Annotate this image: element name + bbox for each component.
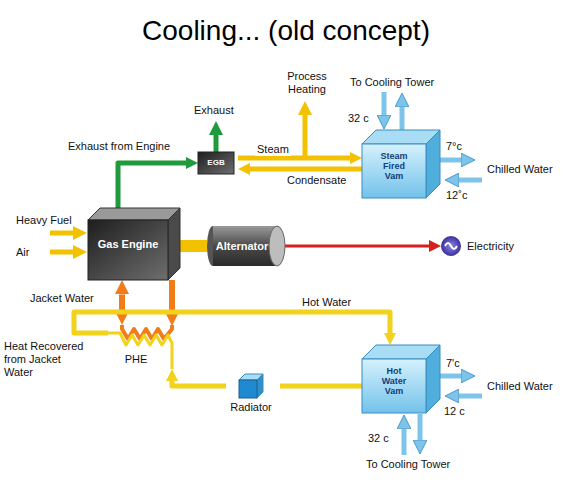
edge-label: Steam <box>255 143 291 156</box>
text-label: 32 c <box>368 432 389 445</box>
alternator-cylinder: Alternator <box>207 224 285 268</box>
process-heating-arrow <box>303 108 308 158</box>
text-label: Jacket Water <box>30 292 94 305</box>
fuel-air-inlets <box>50 233 80 252</box>
label-holder: 12 c <box>444 405 465 418</box>
chilled-arrow <box>452 394 482 399</box>
label-holder: Jacket Water <box>30 292 94 305</box>
text-label: Heat Recovered from Jacket Water <box>4 340 90 379</box>
text-label: Heavy Fuel <box>16 214 72 227</box>
diagram-title: Cooling... (old concept) <box>0 14 572 48</box>
label-holder: 7°c <box>446 140 462 153</box>
chilled-arrow <box>440 374 468 379</box>
radiator-box: Radiator <box>226 372 280 416</box>
condensate-pipe <box>250 167 362 172</box>
vam-cube <box>362 130 440 198</box>
label-holder: Heat Recovered from Jacket Water <box>4 340 90 379</box>
electricity-symbol: Electricity <box>441 235 535 257</box>
engine-body <box>88 208 180 280</box>
vam-unit: Hot Water Vam <box>362 345 440 413</box>
title-holder: Cooling... (old concept) <box>0 14 572 48</box>
text-label: To Cooling Tower <box>350 76 434 89</box>
exhaust-arrow <box>214 128 219 152</box>
text-label: 12˚c <box>446 189 467 202</box>
edge-label-holder: Condensate <box>285 174 348 187</box>
chilled-water-arrows-top <box>440 160 482 180</box>
edge-label-holder: Steam <box>255 143 291 156</box>
label-holder: 32 c <box>368 432 389 445</box>
node-label: Gas Engine <box>88 208 168 250</box>
text-label: 7°c <box>446 140 462 153</box>
cube-side <box>426 130 440 198</box>
engine-box: Gas Engine <box>88 208 180 280</box>
label-holder: 7'c <box>446 357 460 370</box>
label-holder: 32 c <box>348 112 369 125</box>
text-label: Air <box>16 246 29 259</box>
label-holder: Chilled Water <box>487 380 553 393</box>
label-holder: To Cooling Tower <box>366 458 450 471</box>
power-line <box>285 245 429 248</box>
node-label: Radiator <box>226 372 276 413</box>
chilled-arrow <box>440 158 468 163</box>
label-holder: To Cooling Tower <box>350 76 434 89</box>
fuel-arrow <box>50 231 80 236</box>
cooling-arrow <box>382 92 387 122</box>
egb-box: EGB <box>198 152 238 174</box>
label-holder: Process Heating <box>276 70 338 96</box>
jacket-water-pipe <box>119 294 125 310</box>
chilled-water-arrows-bottom <box>440 376 482 396</box>
shaft-coupling <box>180 240 207 252</box>
node-label: Hot Water Vam <box>374 345 414 397</box>
label-holder: Heavy Fuel <box>16 214 72 227</box>
edge-label: Exhaust from Engine <box>66 140 172 153</box>
text-label: Chilled Water <box>487 380 553 393</box>
text-label: Process Heating <box>276 70 338 96</box>
cooling-arrow <box>402 422 407 455</box>
label-holder: 12˚c <box>446 189 467 202</box>
text-label: 32 c <box>348 112 369 125</box>
text-label: Chilled Water <box>487 163 553 176</box>
vam-unit: Steam Fired Vam <box>362 130 440 198</box>
cooling-tower-arrows-bottom <box>404 414 420 455</box>
node-label: EGB <box>198 152 234 174</box>
cooling-tower-arrows-top <box>384 92 402 130</box>
edge-label: Hot Water <box>300 296 353 309</box>
steam-pipe <box>238 156 350 161</box>
vam-cube <box>362 345 440 413</box>
edge-label-holder: Exhaust from Engine <box>66 140 172 153</box>
cooling-arrow <box>418 414 423 447</box>
radiator-cube <box>239 374 263 398</box>
node-label: PHE <box>108 325 164 365</box>
heat-exchanger: PHE <box>108 325 180 369</box>
label-holder: Chilled Water <box>487 163 553 176</box>
exhaust-pipe <box>118 163 186 208</box>
text-label: To Cooling Tower <box>366 458 450 471</box>
edge-label: Condensate <box>285 174 348 187</box>
node-label: Alternator <box>207 224 277 268</box>
edge-label-holder: Hot Water <box>300 296 353 309</box>
air-arrow <box>50 250 80 255</box>
text-label: 12 c <box>444 405 465 418</box>
phe-coils <box>108 325 172 369</box>
label-holder: Air <box>16 246 29 259</box>
cube-side <box>426 345 440 413</box>
return-water-pipe <box>280 384 362 389</box>
node-label: Steam Fired Vam <box>374 130 414 182</box>
return-water-pipe <box>172 381 226 386</box>
cooling-arrow <box>400 100 405 130</box>
ac-symbol <box>441 236 461 256</box>
chilled-arrow <box>452 178 482 183</box>
egb-body <box>198 152 234 174</box>
text-label: Exhaust <box>194 104 234 117</box>
text-label: 7'c <box>446 357 460 370</box>
node-label: Electricity <box>467 235 535 257</box>
label-holder: Exhaust <box>194 104 234 117</box>
